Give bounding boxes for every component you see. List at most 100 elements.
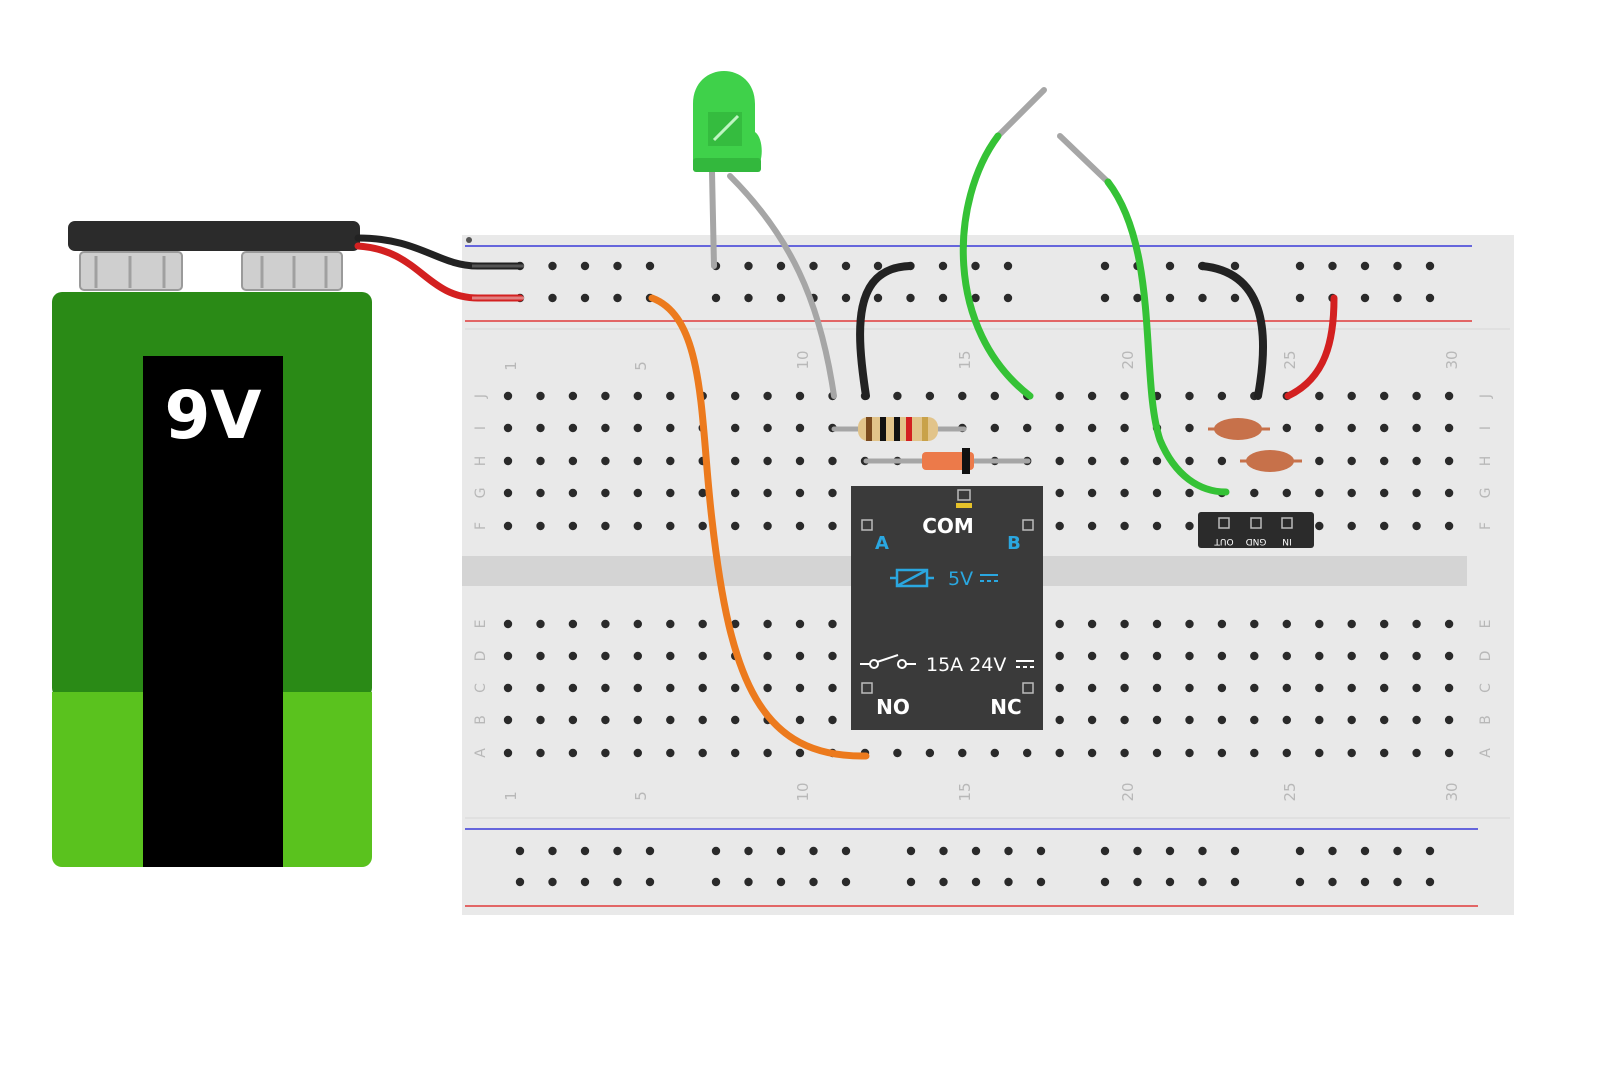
- rail-hole: [971, 877, 981, 887]
- rail-hole: [1360, 877, 1370, 887]
- breadboard-hole: [568, 391, 578, 401]
- rail-hole: [906, 293, 915, 303]
- rail-hole: [939, 877, 948, 887]
- breadboard-hole: [1217, 748, 1227, 758]
- rail-hole: [971, 261, 980, 271]
- breadboard-hole: [633, 715, 642, 725]
- breadboard-hole: [1087, 683, 1097, 693]
- breadboard-hole: [1120, 423, 1129, 433]
- relay-b-pin: [1022, 519, 1034, 531]
- breadboard-hole: [795, 391, 805, 401]
- wire-green-right-tip: [1057, 133, 1111, 185]
- breadboard-hole: [1347, 619, 1356, 629]
- relay-no-label: NO: [876, 695, 910, 719]
- breadboard-hole: [893, 391, 902, 401]
- breadboard-hole: [503, 488, 513, 498]
- breadboard-hole: [1282, 488, 1292, 498]
- relay-com-pin: [957, 489, 971, 501]
- breadboard-hole: [698, 683, 707, 693]
- breadboard-hole: [633, 391, 642, 401]
- rail-hole: [1425, 877, 1435, 887]
- battery-label-band: [143, 356, 283, 867]
- breadboard-hole: [503, 715, 513, 725]
- breadboard-hole: [731, 715, 740, 725]
- breadboard-hole: [893, 748, 902, 758]
- breadboard-hole: [698, 521, 707, 531]
- breadboard-hole: [1347, 456, 1356, 466]
- row-letter-right-E: E: [1478, 620, 1494, 629]
- rail-hole: [515, 877, 525, 887]
- rail-hole: [1100, 877, 1110, 887]
- breadboard-hole: [568, 683, 578, 693]
- rail-hole: [1360, 261, 1370, 271]
- row-letter-right-H: H: [1478, 456, 1494, 467]
- breadboard-hole: [1055, 651, 1064, 661]
- breadboard-hole: [666, 488, 675, 498]
- breadboard-hole: [503, 456, 513, 466]
- breadboard-hole: [633, 619, 642, 629]
- diode-body: [922, 452, 974, 470]
- relay-a-pin: [861, 519, 873, 531]
- breadboard-hole: [1315, 391, 1324, 401]
- relay-no-pin: [861, 682, 873, 694]
- rail-hole: [1100, 261, 1110, 271]
- col-number-bottom-5: 5: [632, 791, 650, 801]
- breadboard-hole: [1412, 715, 1421, 725]
- rail-hole: [1425, 293, 1435, 303]
- rail-hole: [841, 293, 851, 303]
- breadboard-hole: [1380, 683, 1389, 693]
- breadboard-hole: [763, 683, 772, 693]
- rail-hole: [939, 846, 948, 856]
- diode: [863, 448, 1031, 474]
- rail-hole: [1036, 846, 1046, 856]
- rail-hole: [580, 261, 590, 271]
- breadboard-hole: [1055, 715, 1064, 725]
- breadboard-hole: [731, 748, 740, 758]
- rail-hole: [1165, 261, 1175, 271]
- breadboard-hole: [763, 619, 772, 629]
- breadboard-hole: [1120, 715, 1129, 725]
- breadboard-hole: [1412, 423, 1421, 433]
- wires: [648, 87, 1338, 760]
- rail-hole: [938, 261, 948, 271]
- breadboard-hole: [1217, 683, 1227, 693]
- row-letter-left-G: G: [473, 488, 489, 499]
- breadboard-hole: [1055, 748, 1064, 758]
- breadboard-hole: [795, 423, 805, 433]
- relay-nc-label: NC: [990, 695, 1021, 719]
- breadboard-hole: [536, 651, 545, 661]
- resistor: [831, 417, 967, 441]
- rail-hole: [645, 846, 655, 856]
- breadboard-hole: [666, 651, 675, 661]
- breadboard-hole: [828, 651, 837, 661]
- breadboard-hole: [1055, 391, 1064, 401]
- breadboard-hole: [1412, 488, 1421, 498]
- breadboard-hole: [1087, 456, 1097, 466]
- rail-hole: [1295, 293, 1305, 303]
- led-leg-short: [709, 169, 717, 269]
- wire-red-right: [1284, 294, 1338, 400]
- rail-hole: [1100, 293, 1110, 303]
- rail-hole: [1230, 846, 1240, 856]
- rail-hole: [1133, 877, 1142, 887]
- rail-hole: [1230, 877, 1240, 887]
- breadboard-hole: [601, 619, 610, 629]
- rail-hole: [1165, 846, 1175, 856]
- board-corner-marker: [466, 237, 472, 243]
- rail-hole: [873, 293, 883, 303]
- breadboard-hole: [1217, 391, 1227, 401]
- breadboard-hole: [1185, 748, 1194, 758]
- breadboard-hole: [1185, 423, 1194, 433]
- breadboard-hole: [1444, 521, 1454, 531]
- breadboard-hole: [536, 456, 545, 466]
- breadboard-hole: [568, 619, 578, 629]
- breadboard-hole: [536, 715, 545, 725]
- rail-hole: [580, 293, 590, 303]
- breadboard-hole: [1315, 748, 1324, 758]
- breadboard-hole: [1347, 488, 1356, 498]
- rail-hole: [1133, 293, 1142, 303]
- breadboard-hole: [1444, 715, 1454, 725]
- rail-hole: [1003, 261, 1013, 271]
- breadboard-hole: [1022, 423, 1032, 433]
- wire-black-left: [856, 262, 914, 400]
